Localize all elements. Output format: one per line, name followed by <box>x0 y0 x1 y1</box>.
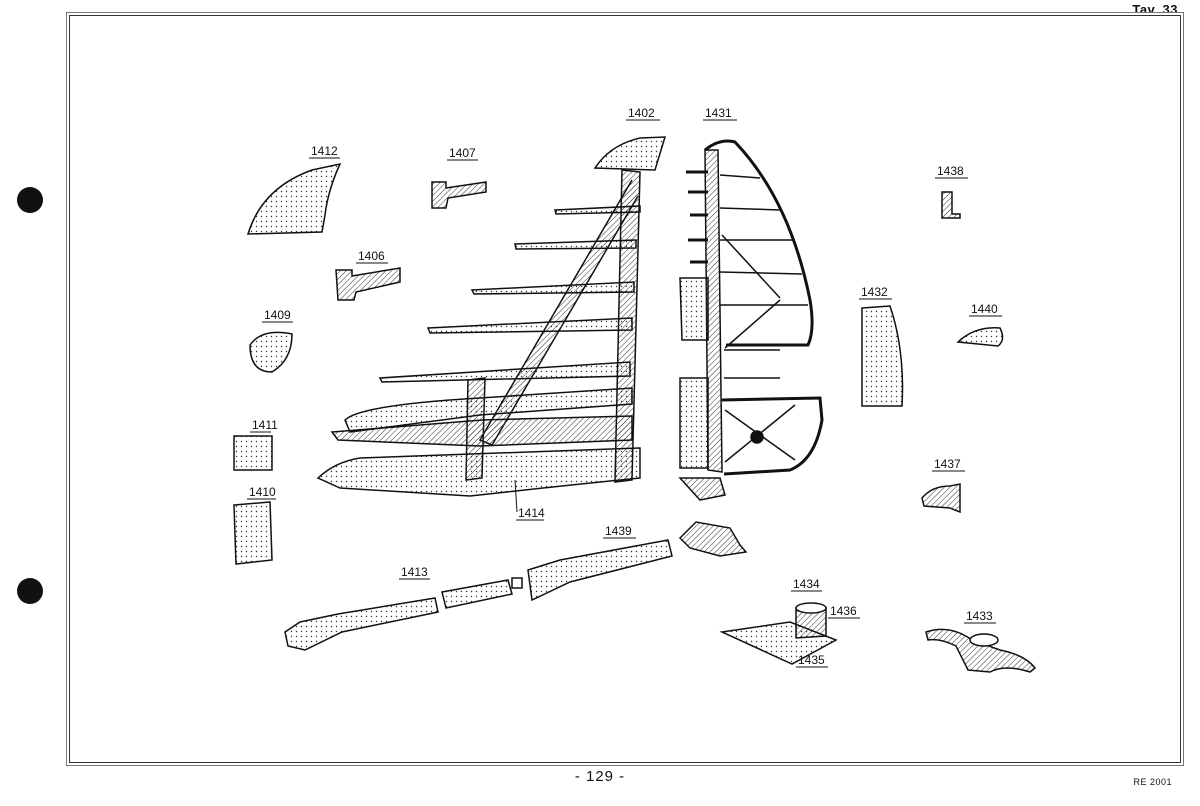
callout-underlines <box>247 119 1002 668</box>
callout-1411: 1411 <box>252 418 278 432</box>
torque-tube-1413 <box>284 577 523 651</box>
bracket-1407 <box>431 181 487 209</box>
callout-1410: 1410 <box>249 485 276 499</box>
fairing-1412 <box>246 162 342 235</box>
cover-1409 <box>249 331 293 373</box>
binder-hole-top <box>17 187 43 213</box>
callout-1406: 1406 <box>358 249 385 263</box>
hinge-1438 <box>941 191 961 219</box>
callout-1439: 1439 <box>605 524 632 538</box>
callout-1434: 1434 <box>793 577 820 591</box>
document-code: RE 2001 <box>1133 777 1172 787</box>
callout-1413: 1413 <box>401 565 428 579</box>
bracket-1437 <box>921 483 961 514</box>
callout-1436: 1436 <box>830 604 857 618</box>
callout-1432: 1432 <box>861 285 888 299</box>
bracket-1406 <box>335 267 401 301</box>
callout-1440: 1440 <box>971 302 998 316</box>
callout-1438: 1438 <box>937 164 964 178</box>
fairing-1440 <box>956 327 1004 347</box>
fin-tip-cap-1402 <box>593 136 667 171</box>
callout-1431: 1431 <box>705 106 732 120</box>
callout-1414: 1414 <box>518 506 545 520</box>
trim-tab-1432 <box>861 305 904 407</box>
fin-structure-1414 <box>316 136 667 513</box>
callout-1407: 1407 <box>449 146 476 160</box>
callout-labels: 1402 1431 1412 1407 1438 1406 1432 1440 … <box>249 106 998 667</box>
rudder-frame-1431 <box>678 139 824 501</box>
torque-tube-1439 <box>527 521 748 602</box>
callout-1402: 1402 <box>628 106 655 120</box>
page-number: - 129 - <box>574 768 626 785</box>
callout-1433: 1433 <box>966 609 993 623</box>
plate-label: Tav. 33 <box>1132 2 1178 17</box>
base-plate-1434 <box>719 602 838 665</box>
callout-1409: 1409 <box>264 308 291 322</box>
binder-hole-bottom <box>17 578 43 604</box>
lever-1433 <box>925 628 1037 673</box>
panel-1411 <box>233 435 273 471</box>
drawing-frame <box>69 15 1181 763</box>
callout-1435: 1435 <box>798 653 825 667</box>
panel-1410 <box>233 501 273 565</box>
callout-1412: 1412 <box>311 144 338 158</box>
callout-1437: 1437 <box>934 457 961 471</box>
